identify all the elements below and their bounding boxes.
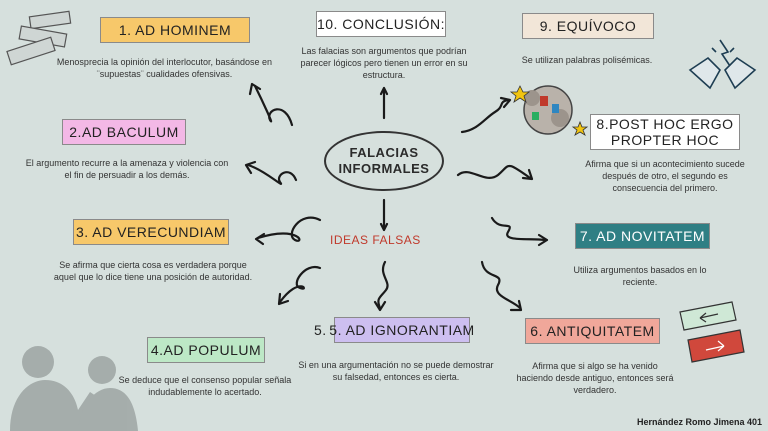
node-ad-populum-title: 4.AD POPULUM	[147, 337, 265, 363]
node-ad-ignorantiam-number: 5.	[314, 322, 327, 338]
node-ad-novitatem-description: Utiliza argumentos basados en lo recient…	[573, 265, 707, 287]
node-ad-ignorantiam-description: Si en una argumentación no se puede demo…	[298, 360, 494, 382]
central-topic-line2: INFORMALES	[338, 161, 430, 176]
node-equivoco-description: Se utilizan palabras polisémicas.	[521, 55, 653, 65]
node-conclusion-description: Las falacias son argumentos que podrían …	[300, 46, 468, 80]
node-antiquitatem-title: 6. ANTIQUITATEM	[525, 318, 660, 344]
node-ad-novitatem-title: 7. AD NOVITATEM	[575, 223, 710, 249]
node-conclusion-title: 10. CONCLUSIÓN:	[316, 11, 446, 37]
author-credit: Hernández Romo Jimena 401	[636, 417, 762, 427]
central-topic: FALACIAS INFORMALES	[324, 131, 444, 191]
fists-doodle	[688, 39, 757, 90]
node-ad-ignorantiam-title: 5. AD IGNORANTIAM	[329, 317, 474, 343]
node-post-hoc-title: 8.POST HOC ERGO PROPTER HOC	[590, 114, 740, 150]
central-subtitle: IDEAS FALSAS	[330, 233, 421, 247]
node-antiquitatem-description: Afirma que si algo se ha venido haciendo…	[516, 361, 674, 395]
node-ad-verecundiam-title: 3. AD VERECUNDIAM	[73, 219, 229, 245]
central-topic-line1: FALACIAS	[349, 145, 419, 160]
arguing-silhouettes	[10, 346, 138, 431]
node-ad-hominem-description: Menosprecia la opinión del interlocutor,…	[56, 57, 273, 79]
node-ad-populum-description: Se deduce que el consenso popular señala…	[118, 375, 292, 397]
node-ad-verecundiam-description: Se afirma que cierta cosa es verdadera p…	[53, 260, 253, 282]
node-post-hoc-description: Afirma que si un acontecimiento sucede d…	[585, 159, 745, 193]
node-ad-baculum-description: El argumento recurre a la amenaza y viol…	[25, 158, 229, 180]
explosion-doodle	[509, 85, 589, 136]
signs-doodle	[679, 301, 745, 363]
node-equivoco-title: 9. EQUÍVOCO	[522, 13, 654, 39]
node-ad-hominem-title: 1. AD HOMINEM	[100, 17, 250, 43]
node-ad-baculum-title: 2.AD BACULUM	[62, 119, 186, 145]
books-doodle	[6, 10, 72, 66]
